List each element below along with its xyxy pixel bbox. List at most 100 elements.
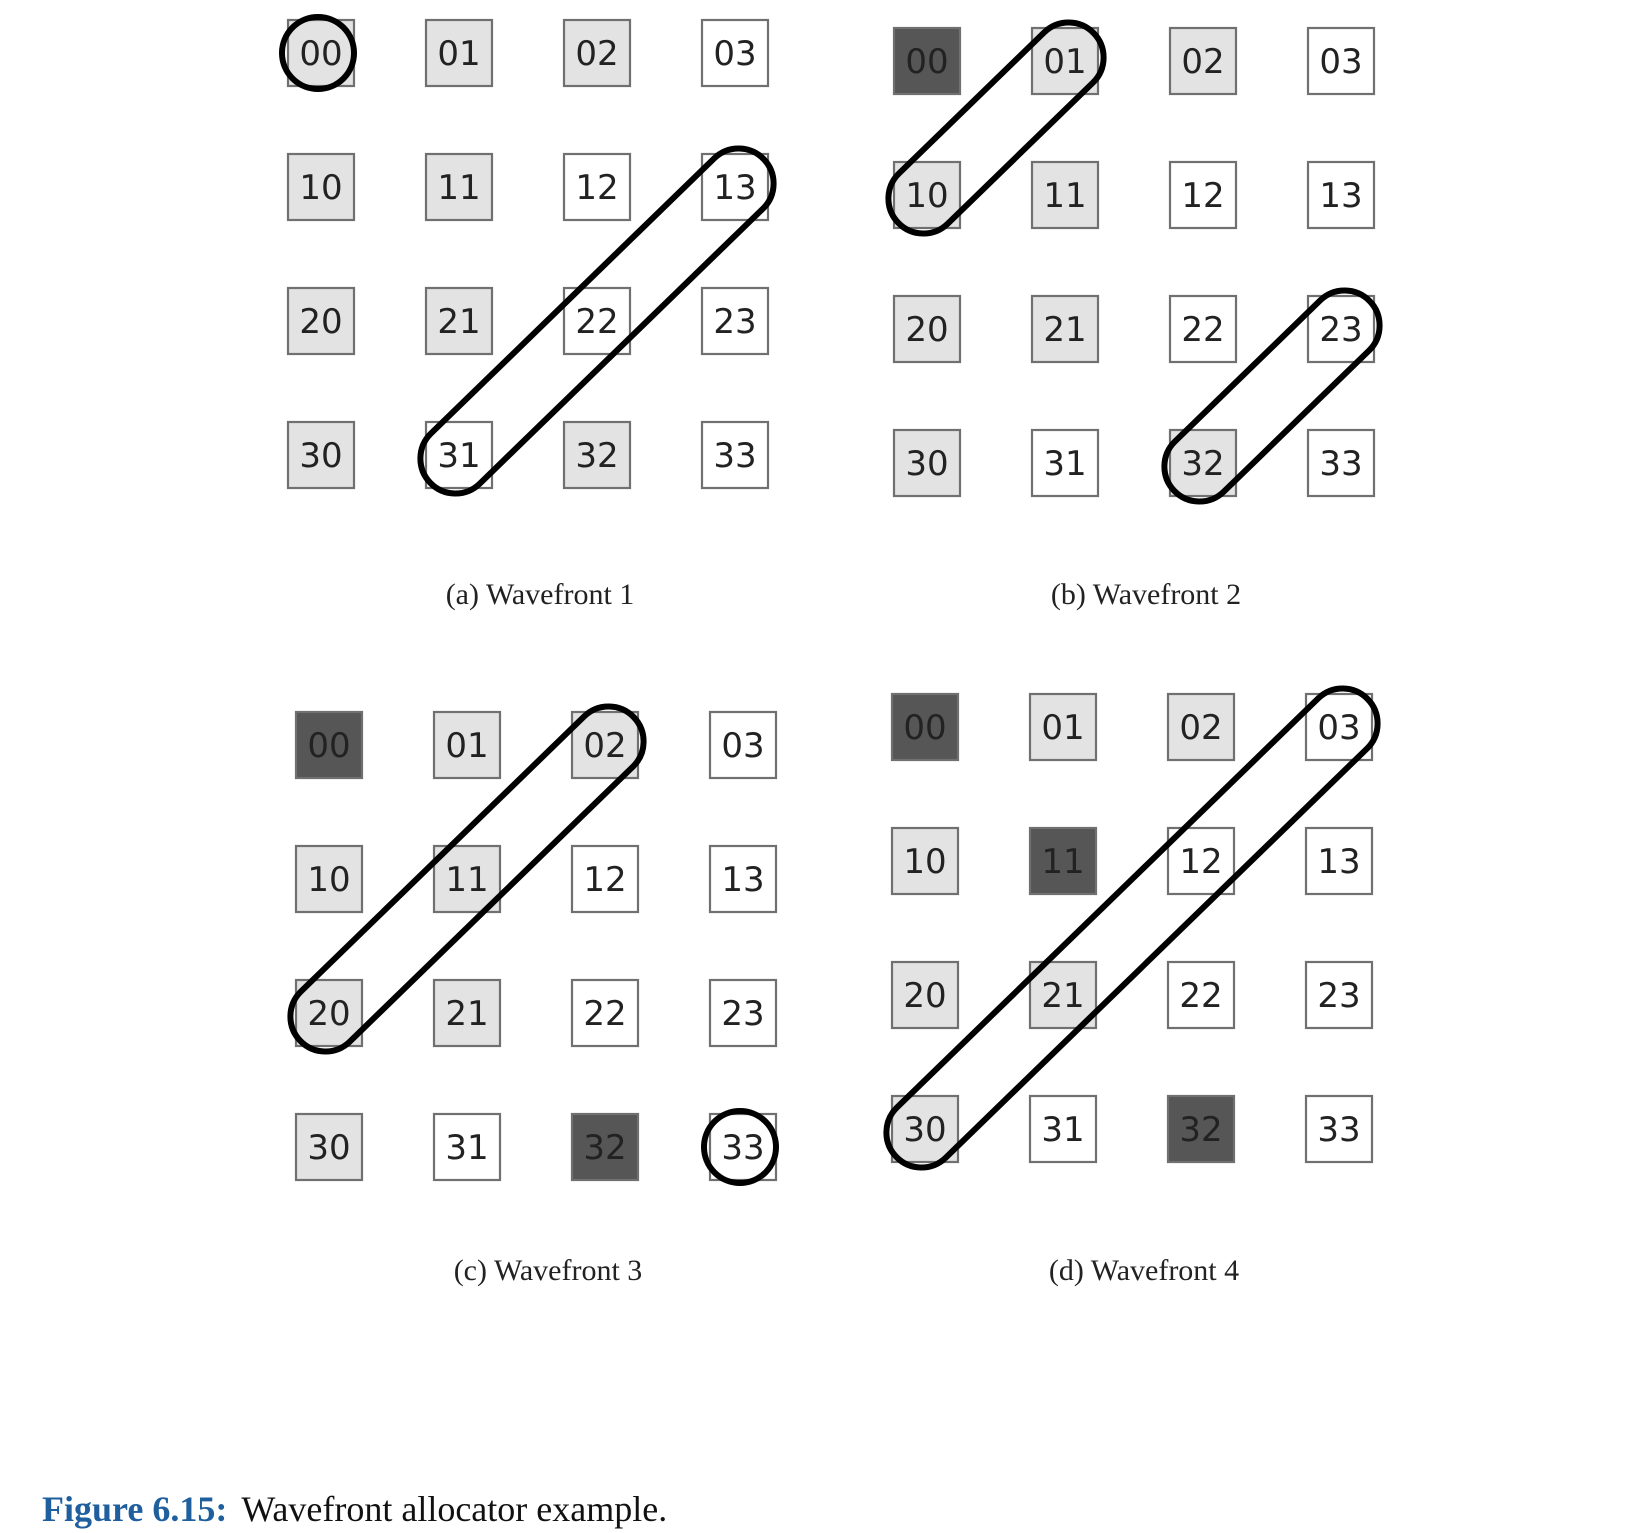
cell-22: 22 xyxy=(1168,294,1238,364)
cell-30: 30 xyxy=(294,1112,364,1182)
cell-label: 12 xyxy=(1181,176,1224,216)
figure-caption-text: Wavefront allocator example. xyxy=(241,1489,668,1529)
cell-label: 30 xyxy=(307,1128,350,1168)
cell-20: 20 xyxy=(294,978,364,1048)
cell-label: 13 xyxy=(1319,176,1362,216)
cell-label: 32 xyxy=(575,436,618,476)
cell-box xyxy=(1166,1094,1236,1164)
cell-box xyxy=(1304,826,1374,896)
cell-label: 11 xyxy=(445,860,488,900)
cell-box xyxy=(1030,428,1100,498)
cell-32: 32 xyxy=(1168,428,1238,498)
cell-03: 03 xyxy=(1306,26,1376,96)
cell-label: 31 xyxy=(1043,444,1086,484)
cell-label: 33 xyxy=(721,1128,764,1168)
cell-10: 10 xyxy=(286,152,356,222)
cell-box xyxy=(892,26,962,96)
cell-31: 31 xyxy=(424,420,494,490)
cell-box xyxy=(890,960,960,1030)
cell-label: 33 xyxy=(713,436,756,476)
cell-box xyxy=(570,844,640,914)
cell-03: 03 xyxy=(708,710,778,780)
cell-label: 02 xyxy=(575,34,618,74)
cell-box xyxy=(562,420,632,490)
cell-12: 12 xyxy=(1166,826,1236,896)
cell-label: 02 xyxy=(583,726,626,766)
cell-box xyxy=(1030,160,1100,230)
cell-13: 13 xyxy=(708,844,778,914)
cell-box xyxy=(424,18,494,88)
cell-box xyxy=(432,844,502,914)
cell-box xyxy=(890,826,960,896)
cell-03: 03 xyxy=(700,18,770,88)
panel-caption: (b) Wavefront 2 xyxy=(1050,578,1242,611)
cell-label: 23 xyxy=(713,302,756,342)
cell-21: 21 xyxy=(1030,294,1100,364)
cell-33: 33 xyxy=(700,420,770,490)
cell-label: 01 xyxy=(445,726,488,766)
cell-label: 13 xyxy=(1317,842,1360,882)
cell-box xyxy=(286,286,356,356)
cell-02: 02 xyxy=(1166,692,1236,762)
cell-30: 30 xyxy=(890,1094,960,1164)
cell-label: 03 xyxy=(1317,708,1360,748)
cell-label: 10 xyxy=(299,168,342,208)
cell-12: 12 xyxy=(1168,160,1238,230)
cell-label: 00 xyxy=(307,726,350,766)
cell-label: 30 xyxy=(299,436,342,476)
cell-label: 33 xyxy=(1319,444,1362,484)
cell-label: 01 xyxy=(1043,42,1086,82)
cell-box xyxy=(570,1112,640,1182)
cell-box xyxy=(892,294,962,364)
cell-02: 02 xyxy=(570,710,640,780)
cell-box xyxy=(892,428,962,498)
cell-label: 03 xyxy=(713,34,756,74)
cell-03: 03 xyxy=(1304,692,1374,762)
cell-box xyxy=(1168,26,1238,96)
cell-32: 32 xyxy=(1166,1094,1236,1164)
cell-box xyxy=(1166,692,1236,762)
cell-box xyxy=(562,286,632,356)
cell-11: 11 xyxy=(432,844,502,914)
cell-01: 01 xyxy=(432,710,502,780)
cell-box xyxy=(708,710,778,780)
cell-label: 12 xyxy=(575,168,618,208)
cell-label: 20 xyxy=(307,994,350,1034)
cell-22: 22 xyxy=(1166,960,1236,1030)
cell-label: 30 xyxy=(905,444,948,484)
cell-box xyxy=(294,844,364,914)
cell-label: 02 xyxy=(1179,708,1222,748)
cell-label: 20 xyxy=(299,302,342,342)
cell-label: 21 xyxy=(1041,976,1084,1016)
cell-label: 13 xyxy=(721,860,764,900)
cell-23: 23 xyxy=(700,286,770,356)
cell-box xyxy=(294,1112,364,1182)
cell-label: 22 xyxy=(575,302,618,342)
cell-01: 01 xyxy=(424,18,494,88)
cell-label: 31 xyxy=(437,436,480,476)
panel-caption: (a) Wavefront 1 xyxy=(445,578,635,611)
cell-12: 12 xyxy=(570,844,640,914)
cell-label: 31 xyxy=(445,1128,488,1168)
cell-02: 02 xyxy=(1168,26,1238,96)
cell-23: 23 xyxy=(1304,960,1374,1030)
cell-13: 13 xyxy=(1304,826,1374,896)
cell-box xyxy=(700,18,770,88)
cell-label: 33 xyxy=(1317,1110,1360,1150)
cell-box xyxy=(708,978,778,1048)
cell-label: 01 xyxy=(1041,708,1084,748)
cell-label: 11 xyxy=(1043,176,1086,216)
cell-label: 11 xyxy=(437,168,480,208)
cell-label: 20 xyxy=(903,976,946,1016)
cell-label: 32 xyxy=(1181,444,1224,484)
cell-label: 10 xyxy=(903,842,946,882)
cell-11: 11 xyxy=(1030,160,1100,230)
cell-31: 31 xyxy=(1030,428,1100,498)
cell-20: 20 xyxy=(286,286,356,356)
